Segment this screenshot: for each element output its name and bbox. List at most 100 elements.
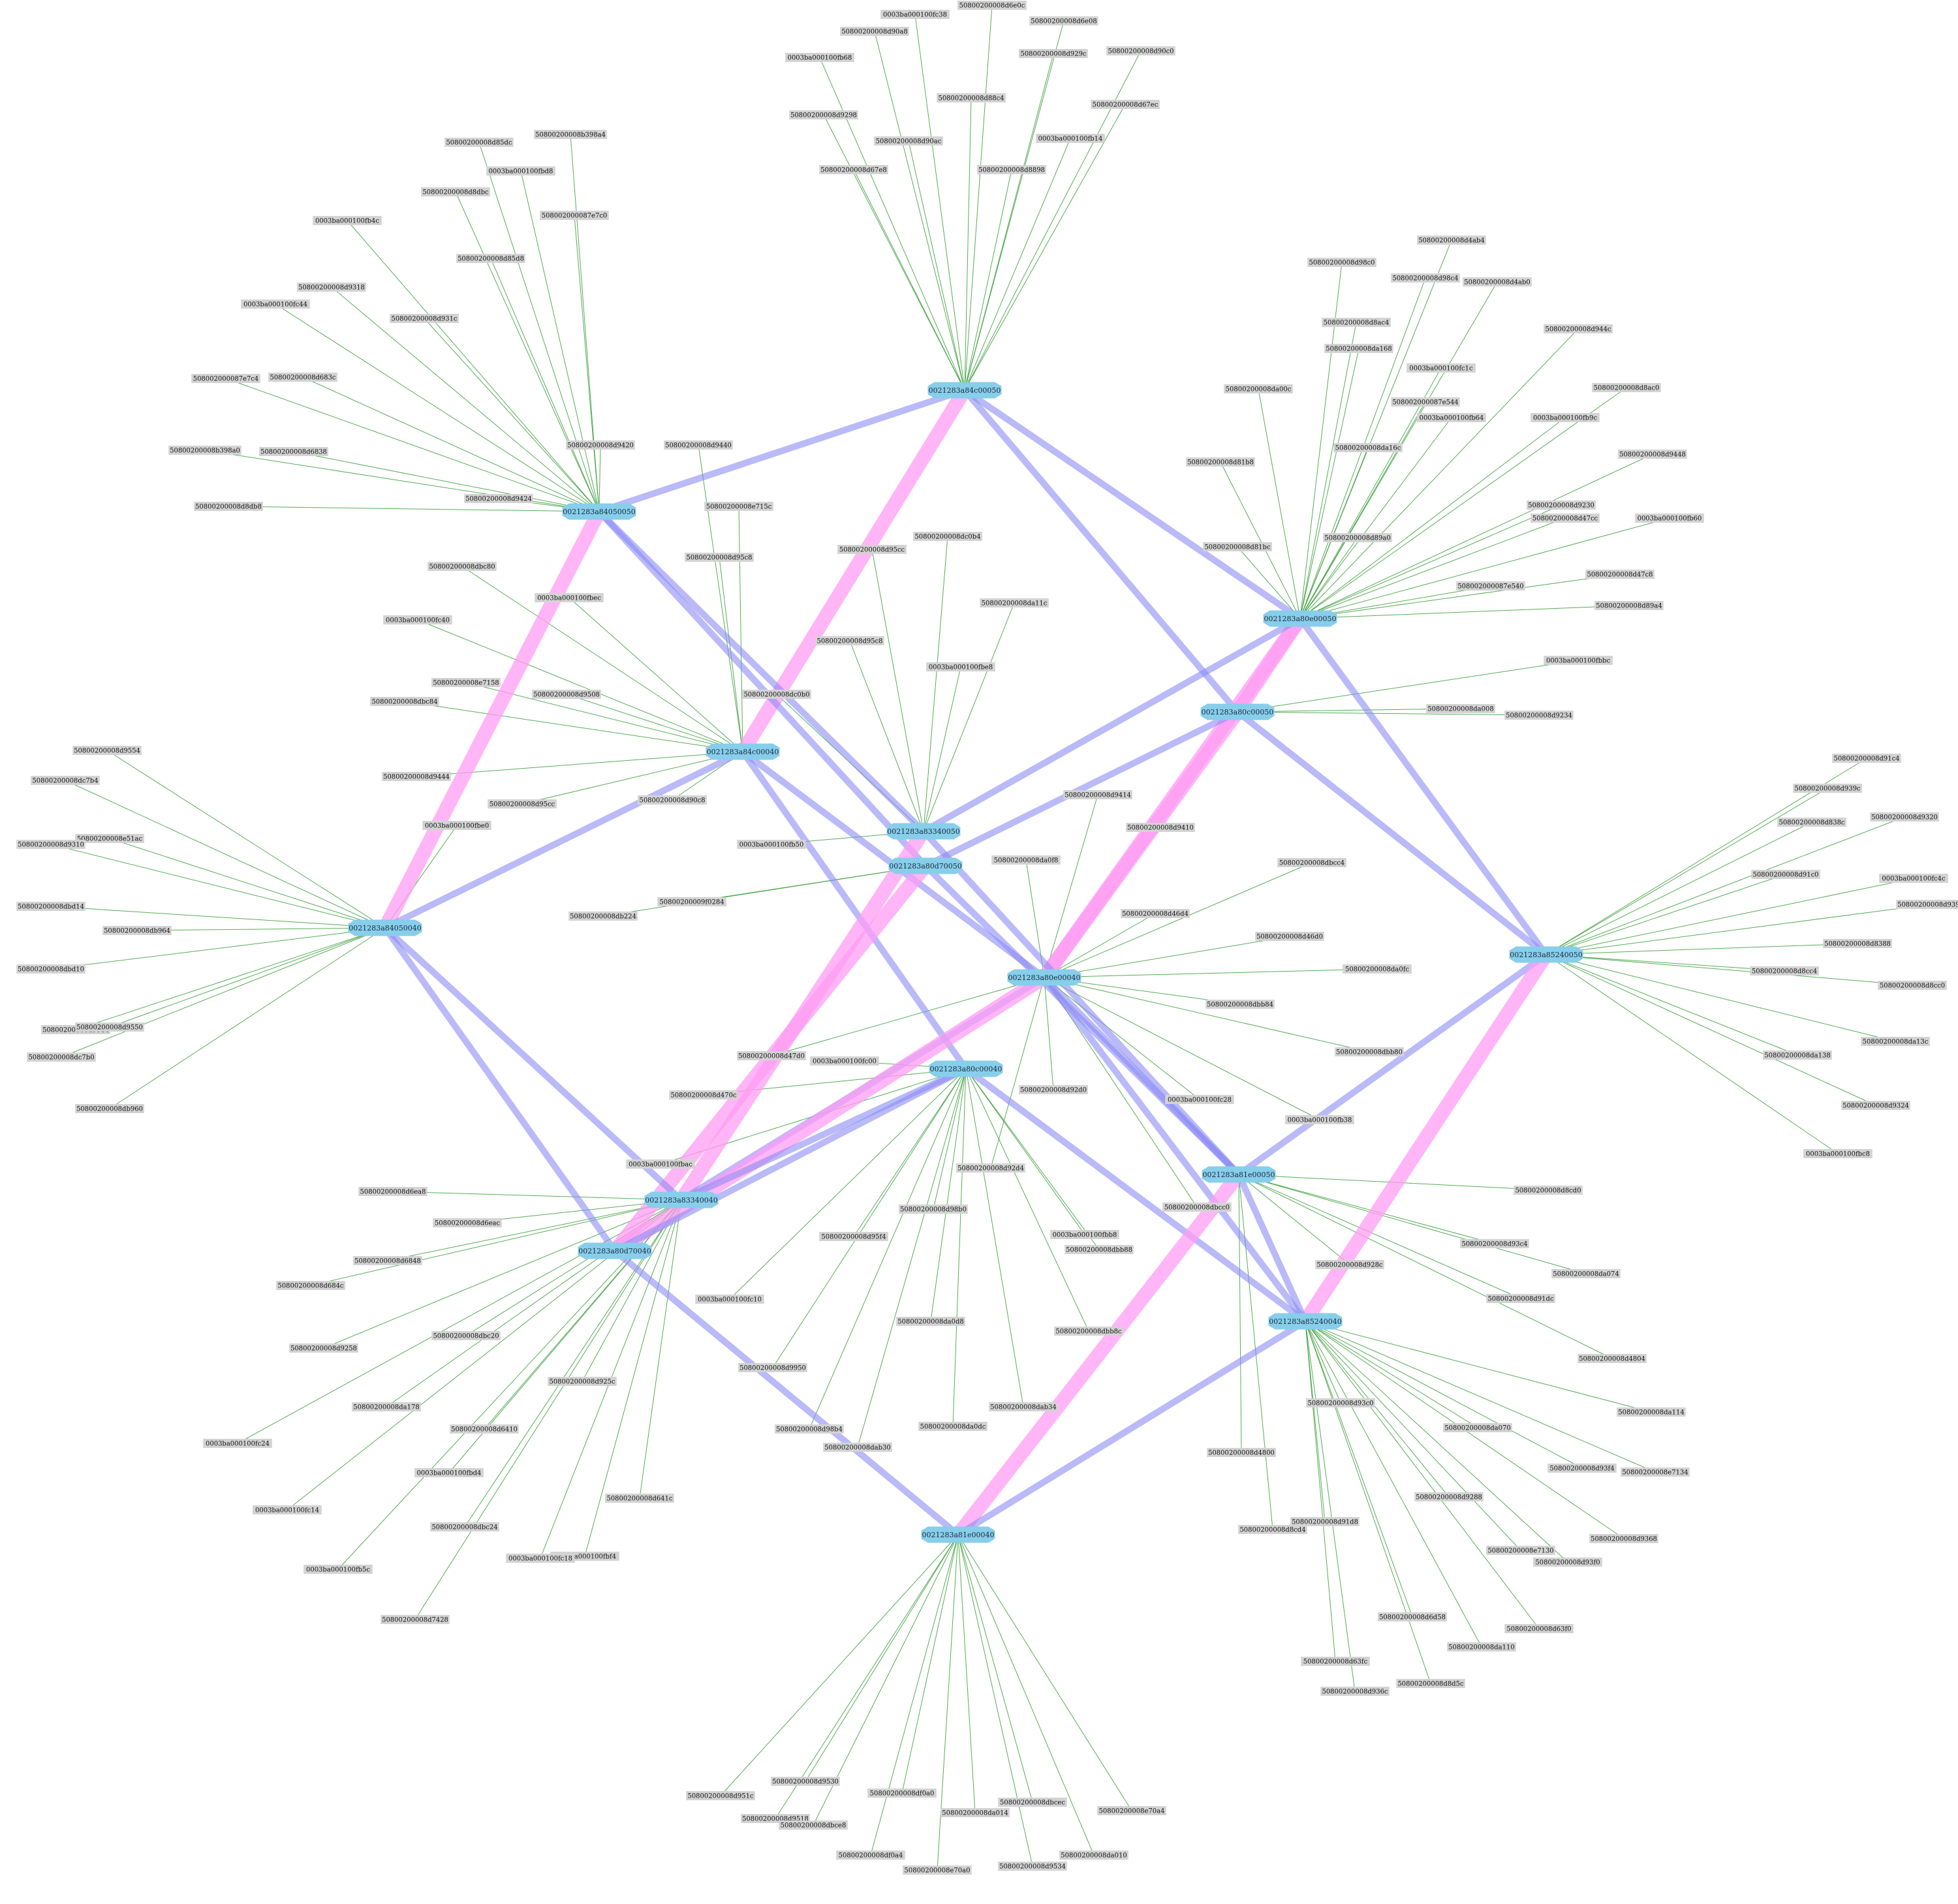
leaf-node[interactable]: 50800200008b398a4 bbox=[534, 130, 607, 139]
leaf-node[interactable]: 50800200008db224 bbox=[568, 912, 638, 921]
hub-node[interactable]: 0021283a84c00050 bbox=[927, 382, 1002, 399]
leaf-node[interactable]: 50800200008e7158 bbox=[431, 678, 501, 687]
leaf-node[interactable]: 50800200008d684c bbox=[276, 1281, 345, 1290]
leaf-node[interactable]: 50800200008db964 bbox=[102, 926, 172, 935]
leaf-node[interactable]: 50800200008d925c bbox=[548, 1377, 617, 1386]
leaf-node[interactable]: 50800200008d6838 bbox=[259, 447, 328, 456]
leaf-node[interactable]: 50800200008d93f4 bbox=[1547, 1464, 1617, 1473]
leaf-node[interactable]: 50800200008d9420 bbox=[566, 440, 635, 450]
leaf-node[interactable]: 50800200008d9424 bbox=[464, 494, 533, 503]
leaf-node[interactable]: 0003ba000100fc38 bbox=[880, 10, 950, 19]
leaf-node[interactable]: 50800200008d63fc bbox=[1301, 1657, 1370, 1666]
leaf-node[interactable]: 0003ba000100fbbc bbox=[1544, 656, 1613, 665]
leaf-node[interactable]: 50800200008d8ac4 bbox=[1322, 318, 1391, 327]
leaf-node[interactable]: 0003ba000100fc1c bbox=[1406, 363, 1476, 373]
leaf-node[interactable]: 50800200008dab34 bbox=[989, 1402, 1058, 1411]
leaf-node[interactable]: 50800200008d936c bbox=[1320, 1687, 1390, 1696]
leaf-node[interactable]: 50800200008d9234 bbox=[1504, 711, 1574, 720]
leaf-node[interactable]: 50800200008d9398 bbox=[1896, 900, 1958, 909]
leaf-node[interactable]: 50800200008d9310 bbox=[16, 840, 85, 849]
leaf-node[interactable]: 50800200008da0dc bbox=[918, 1422, 987, 1431]
leaf-node[interactable]: 50800200009f0284 bbox=[657, 897, 726, 906]
leaf-node[interactable]: 50800200008d98c0 bbox=[1307, 258, 1376, 267]
leaf-node[interactable]: 50800200008da114 bbox=[1617, 1407, 1686, 1417]
leaf-node[interactable]: 0003ba000100fc00 bbox=[810, 1056, 879, 1066]
leaf-node[interactable]: 0003ba000100fbac bbox=[626, 1159, 695, 1169]
leaf-node[interactable]: 50800200008d8cc4 bbox=[1750, 966, 1819, 975]
leaf-node[interactable]: 50800200008d9298 bbox=[789, 110, 858, 119]
hub-node[interactable]: 0021283a84c00040 bbox=[706, 743, 780, 760]
leaf-node[interactable]: 50800200008d9410 bbox=[1126, 823, 1195, 832]
hub-node[interactable]: 0021283a85240050 bbox=[1509, 946, 1583, 963]
leaf-node[interactable]: 50800200008dbb8c bbox=[1054, 1327, 1123, 1336]
leaf-node[interactable]: 50800200008d6848 bbox=[353, 1256, 422, 1265]
leaf-node[interactable]: 0003ba000100fbc8 bbox=[1803, 1149, 1873, 1158]
leaf-node[interactable]: 50800200008da11c bbox=[980, 598, 1049, 607]
leaf-node[interactable]: 50800200008d9444 bbox=[382, 772, 451, 781]
leaf-node[interactable]: 50800200008d46d0 bbox=[1255, 932, 1324, 941]
leaf-node[interactable]: 50800200008d6eac bbox=[433, 1218, 502, 1227]
leaf-node[interactable]: 50800200008d93c0 bbox=[1306, 1398, 1375, 1407]
leaf-node[interactable]: 50800200008dbb88 bbox=[1064, 1245, 1134, 1254]
leaf-node[interactable]: 50800200008d88c4 bbox=[937, 93, 1006, 102]
leaf-node[interactable]: 50800200008d7428 bbox=[381, 1615, 450, 1624]
leaf-node[interactable]: 50800200008d8dbc bbox=[421, 187, 490, 196]
leaf-node[interactable]: 50800200008d95cc bbox=[837, 545, 907, 554]
hub-node[interactable]: 0021283a80c00050 bbox=[1200, 703, 1275, 720]
leaf-node[interactable]: 50800200008d81bc bbox=[1203, 542, 1272, 551]
leaf-node[interactable]: 50800200008dbce8 bbox=[779, 1820, 848, 1830]
leaf-node[interactable]: 50800200008d470c bbox=[669, 1090, 738, 1099]
leaf-node[interactable]: 50800200008e7134 bbox=[1621, 1467, 1690, 1477]
leaf-node[interactable]: 50800200008da178 bbox=[352, 1402, 421, 1411]
leaf-node[interactable]: 50800200008d47cc bbox=[1531, 514, 1600, 523]
leaf-node[interactable]: 50800200008da074 bbox=[1551, 1269, 1621, 1278]
leaf-node[interactable]: 50800200008da00c bbox=[1224, 384, 1293, 393]
leaf-node[interactable]: 50800200008d9320 bbox=[1870, 812, 1939, 821]
leaf-node[interactable]: 0003ba000100fb60 bbox=[1635, 514, 1704, 523]
leaf-node[interactable]: 50800200008db960 bbox=[75, 1104, 144, 1113]
leaf-node[interactable]: 50800200008dbcec bbox=[998, 1798, 1067, 1807]
leaf-node[interactable]: 50800200008d9448 bbox=[1618, 450, 1687, 459]
leaf-node[interactable]: 50800200008d8388 bbox=[1823, 939, 1892, 948]
leaf-node[interactable]: 50800200008dbb80 bbox=[1335, 1047, 1404, 1056]
leaf-node[interactable]: 50800200008d9258 bbox=[289, 1344, 358, 1353]
leaf-node[interactable]: 50800200008d9230 bbox=[1527, 500, 1596, 510]
leaf-node[interactable]: 0003ba000100fb9c bbox=[1531, 413, 1600, 422]
leaf-node[interactable]: 0003ba000100fbec bbox=[535, 593, 604, 602]
leaf-node[interactable]: 50800200008e70a0 bbox=[903, 1866, 972, 1875]
hub-node[interactable]: 0021283a83340050 bbox=[886, 823, 961, 840]
leaf-node[interactable]: 50800200008da13c bbox=[1861, 1037, 1930, 1046]
leaf-node[interactable]: 50800200008dc0b0 bbox=[742, 690, 811, 699]
leaf-node[interactable]: 50800200008d93f0 bbox=[1533, 1558, 1602, 1567]
leaf-node[interactable]: 50800200008d6d58 bbox=[1378, 1612, 1447, 1621]
leaf-node[interactable]: 0003ba000100fb68 bbox=[785, 53, 854, 62]
leaf-node[interactable]: 50800200008d85d8 bbox=[456, 254, 525, 263]
leaf-node[interactable]: 50800200008d641c bbox=[605, 1494, 674, 1503]
leaf-node[interactable]: 0003ba000100fb5c bbox=[303, 1565, 373, 1574]
leaf-node[interactable]: 50800200008da16c bbox=[1333, 443, 1403, 452]
leaf-node[interactable]: 50800200008d939c bbox=[1793, 784, 1862, 793]
leaf-node[interactable]: 50800200008df0a4 bbox=[836, 1850, 905, 1860]
leaf-node[interactable]: 50800200008dc7b4 bbox=[31, 776, 100, 785]
leaf-node[interactable]: 50800200008d8cd4 bbox=[1238, 1525, 1307, 1534]
leaf-node[interactable]: 50800200008dc7b0 bbox=[27, 1052, 96, 1062]
hub-node[interactable]: 0021283a81e00050 bbox=[1202, 1166, 1276, 1183]
leaf-node[interactable]: 50800200008d8d5c bbox=[1396, 1679, 1465, 1688]
leaf-node[interactable]: 50800200008d951c bbox=[686, 1791, 755, 1800]
leaf-node[interactable]: 50800200008d67ec bbox=[1091, 100, 1160, 109]
hub-node[interactable]: 0021283a80e00040 bbox=[1007, 969, 1081, 986]
leaf-node[interactable]: 50800200008e715c bbox=[704, 502, 773, 511]
leaf-node[interactable]: 50800200008d9368 bbox=[1589, 1534, 1658, 1543]
leaf-node[interactable]: 0003ba000100fb50 bbox=[737, 840, 806, 849]
leaf-node[interactable]: 0003ba000100fc14 bbox=[253, 1505, 322, 1514]
leaf-node[interactable]: 50800200008d93c4 bbox=[1460, 1239, 1529, 1248]
leaf-node[interactable]: 50800200008dc0b4 bbox=[913, 532, 982, 541]
leaf-node[interactable]: 50800200008d85dc bbox=[444, 138, 514, 147]
leaf-node[interactable]: 508002000087e540 bbox=[1456, 581, 1525, 591]
leaf-node[interactable]: 50800200008da0f8 bbox=[991, 855, 1061, 865]
leaf-node[interactable]: 50800200008d8cd0 bbox=[1514, 1186, 1583, 1195]
leaf-node[interactable]: 50800200008d98c4 bbox=[1391, 273, 1460, 283]
leaf-node[interactable]: 50800200008d8ac0 bbox=[1592, 383, 1661, 392]
leaf-node[interactable]: 50800200008d928c bbox=[1315, 1260, 1384, 1269]
leaf-node[interactable]: 50800200008d90a8 bbox=[840, 27, 909, 36]
